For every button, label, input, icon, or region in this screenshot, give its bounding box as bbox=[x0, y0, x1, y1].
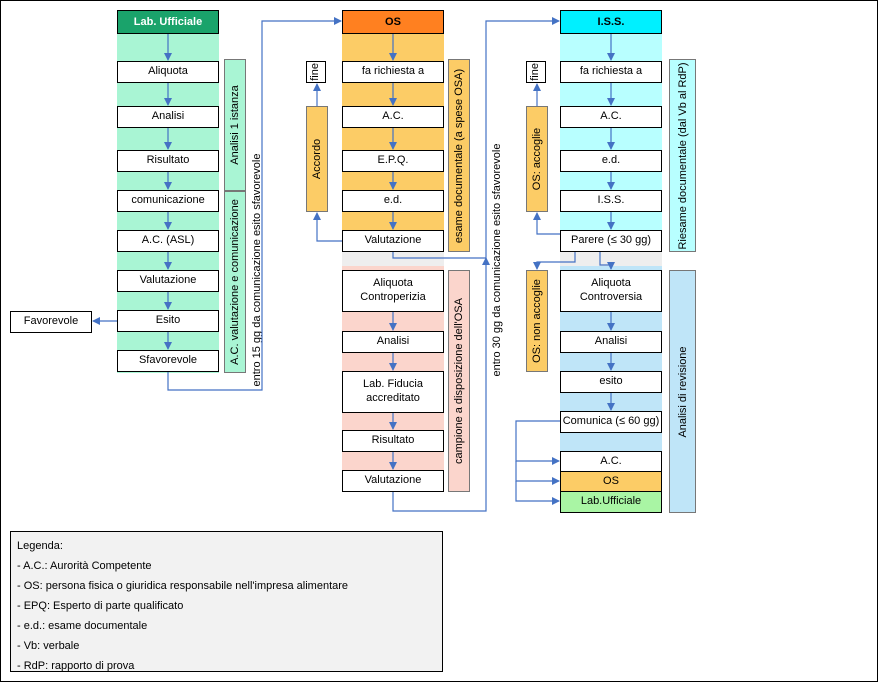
lab-side-analisi-1-istanza: Analisi 1 istanza bbox=[224, 59, 246, 191]
os-step-ac: A.C. bbox=[342, 106, 444, 128]
os-fine-box: fine bbox=[306, 61, 326, 83]
legend-item: - EPQ: Esperto di parte qualificato bbox=[17, 600, 184, 612]
lab-step-risultato: Risultato bbox=[117, 150, 219, 172]
lab-step-ac-asl: A.C. (ASL) bbox=[117, 230, 219, 252]
iss-step-ac: A.C. bbox=[560, 106, 662, 128]
legend-item: - Vb: verbale bbox=[17, 640, 80, 652]
legend-title: Legenda: bbox=[17, 540, 63, 552]
os-side-esame-documentale: esame documentale (a spese OSA) bbox=[448, 59, 470, 252]
legend-item: - e.d.: esame documentale bbox=[17, 620, 148, 632]
lab-side-ac-valutazione: A.C. valutazione e comunicazione bbox=[224, 191, 246, 373]
iss-recipient-os: OS bbox=[560, 471, 662, 493]
iss-side-riesame: Riesame documentale (dal Vb al RdP) bbox=[669, 59, 696, 252]
lab-header: Lab. Ufficiale bbox=[117, 10, 219, 34]
iss-fine-box: fine bbox=[526, 61, 546, 83]
os-lower-aliquota-controperizia: Aliquota Controperizia bbox=[342, 270, 444, 312]
lab-step-comunicazione: comunicazione bbox=[117, 190, 219, 212]
lab-step-valutazione: Valutazione bbox=[117, 270, 219, 292]
os-side-campione: campione a disposizione dell'OSA bbox=[448, 270, 470, 492]
iss-recipient-lab-ufficiale: Lab.Ufficiale bbox=[560, 491, 662, 513]
iss-band-separator bbox=[560, 252, 662, 266]
iss-side-analisi-revisione: Analisi di revisione bbox=[669, 270, 696, 513]
iss-step-iss: I.S.S. bbox=[560, 190, 662, 212]
lab-step-esito: Esito bbox=[117, 310, 219, 332]
iss-lower-esito: esito bbox=[560, 371, 662, 393]
legend-item: - OS: persona fisica o giuridica respons… bbox=[17, 580, 349, 592]
os-step-ed: e.d. bbox=[342, 190, 444, 212]
lab-step-aliquota: Aliquota bbox=[117, 61, 219, 83]
os-band-separator bbox=[342, 252, 444, 266]
lab-step-sfavorevole: Sfavorevole bbox=[117, 350, 219, 372]
iss-step-fa-richiesta: fa richiesta a bbox=[560, 61, 662, 83]
iss-header: I.S.S. bbox=[560, 10, 662, 34]
legend: Legenda: - A.C.: Aurorità Competente - O… bbox=[10, 531, 443, 672]
legend-item: - A.C.: Aurorità Competente bbox=[17, 560, 152, 572]
os-step-fa-richiesta: fa richiesta a bbox=[342, 61, 444, 83]
os-lower-analisi: Analisi bbox=[342, 331, 444, 353]
os-lower-risultato: Risultato bbox=[342, 430, 444, 452]
os-lower-lab-fiducia: Lab. Fiducia accreditato bbox=[342, 371, 444, 413]
iss-step-ed: e.d. bbox=[560, 150, 662, 172]
iss-accoglie-box: OS: accoglie bbox=[526, 106, 548, 212]
iss-lower-aliquota-controversia: Aliquota Controversia bbox=[560, 270, 662, 312]
iss-non-accoglie-box: OS: non accoglie bbox=[526, 270, 548, 372]
iss-lower-analisi: Analisi bbox=[560, 331, 662, 353]
os-transfer-note: entro 30 gg da comunicazione esito sfavo… bbox=[491, 143, 503, 377]
favorevole-box: Favorevole bbox=[10, 311, 92, 333]
lab-step-analisi: Analisi bbox=[117, 106, 219, 128]
os-header: OS bbox=[342, 10, 444, 34]
os-step-epq: E.P.Q. bbox=[342, 150, 444, 172]
os-lower-valutazione: Valutazione bbox=[342, 470, 444, 492]
legend-item: - RdP: rapporto di prova bbox=[17, 660, 135, 672]
os-step-valutazione: Valutazione bbox=[342, 230, 444, 252]
iss-lower-comunica: Comunica (≤ 60 gg) bbox=[560, 411, 662, 433]
lab-transfer-note: entro 15 gg da comunicazione esito sfavo… bbox=[251, 153, 263, 387]
iss-step-parere: Parere (≤ 30 gg) bbox=[560, 230, 662, 252]
iss-recipient-ac: A.C. bbox=[560, 451, 662, 473]
os-accordo-box: Accordo bbox=[306, 106, 328, 212]
